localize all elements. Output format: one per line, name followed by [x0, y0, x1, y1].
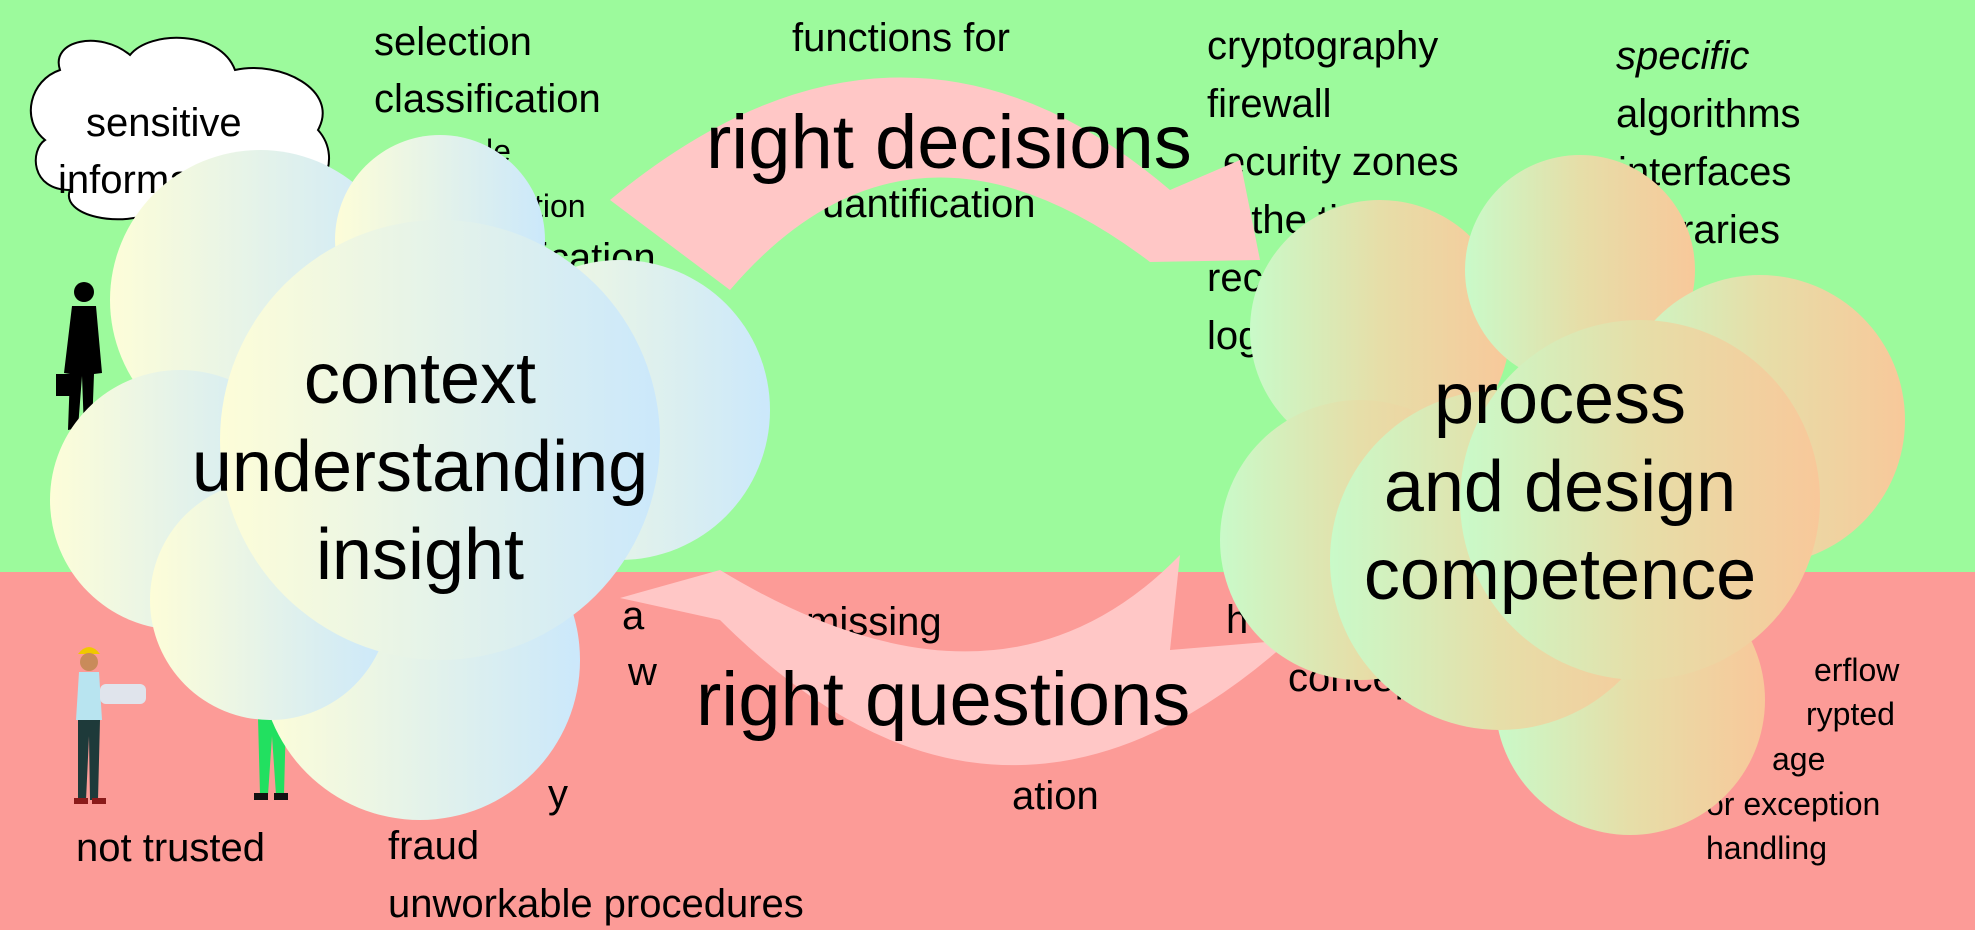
text-fragment-a: a — [622, 594, 645, 638]
text-algorithms: algorithms — [1616, 92, 1801, 136]
worker-hardhat-icon — [74, 647, 146, 804]
context-cloud — [50, 135, 770, 820]
text-libraries: raries — [1680, 208, 1781, 252]
context-cloud-line2: understanding — [191, 426, 649, 507]
context-cloud-line3: insight — [315, 514, 525, 595]
text-fragment-w: w — [628, 650, 657, 694]
right-questions-arrow — [620, 555, 1290, 766]
process-cloud-line2: and design — [1383, 446, 1737, 527]
text-classification: classification — [374, 77, 601, 121]
right-questions-label: right questions — [696, 657, 1191, 742]
process-cloud-line3: competence — [1363, 534, 1757, 615]
context-cloud-label: context understanding insight — [150, 336, 690, 599]
text-fragment-rec: rec — [1207, 256, 1263, 300]
text-fragment-overflow: erflow — [1814, 652, 1900, 688]
not-trusted-label: not trusted — [76, 826, 266, 870]
text-specific: specific — [1616, 34, 1750, 78]
text-firewall: firewall — [1207, 82, 1332, 126]
thought-bubble-line1: sensitive — [86, 101, 242, 145]
text-handling: handling — [1706, 830, 1827, 866]
context-cloud-line1: context — [303, 339, 537, 419]
right-decisions-label: right decisions — [706, 100, 1192, 185]
text-fragment-error-exception: or exception — [1706, 786, 1881, 822]
text-fragment-tion: tion — [534, 188, 586, 224]
process-design-cloud — [1220, 155, 1905, 835]
text-fragment-y: y — [548, 772, 568, 816]
text-fraud: fraud — [388, 824, 480, 868]
text-unworkable-procedures: unworkable procedures — [388, 882, 804, 926]
process-cloud-line1: process — [1433, 359, 1687, 439]
right-decisions-arrow — [610, 77, 1260, 290]
text-fragment-ation: ation — [1012, 774, 1099, 818]
text-fragment-unencrypted: rypted — [1806, 696, 1895, 732]
text-functions-for: functions for — [792, 16, 1010, 60]
text-security-zones: ecurity zones — [1223, 140, 1459, 184]
text-selection: selection — [374, 20, 532, 64]
text-fragment-storage: age — [1772, 741, 1826, 777]
process-cloud-label: process and design competence — [1280, 356, 1840, 619]
businessman-silhouette-icon — [56, 282, 102, 430]
text-cryptography: cryptography — [1207, 24, 1439, 68]
